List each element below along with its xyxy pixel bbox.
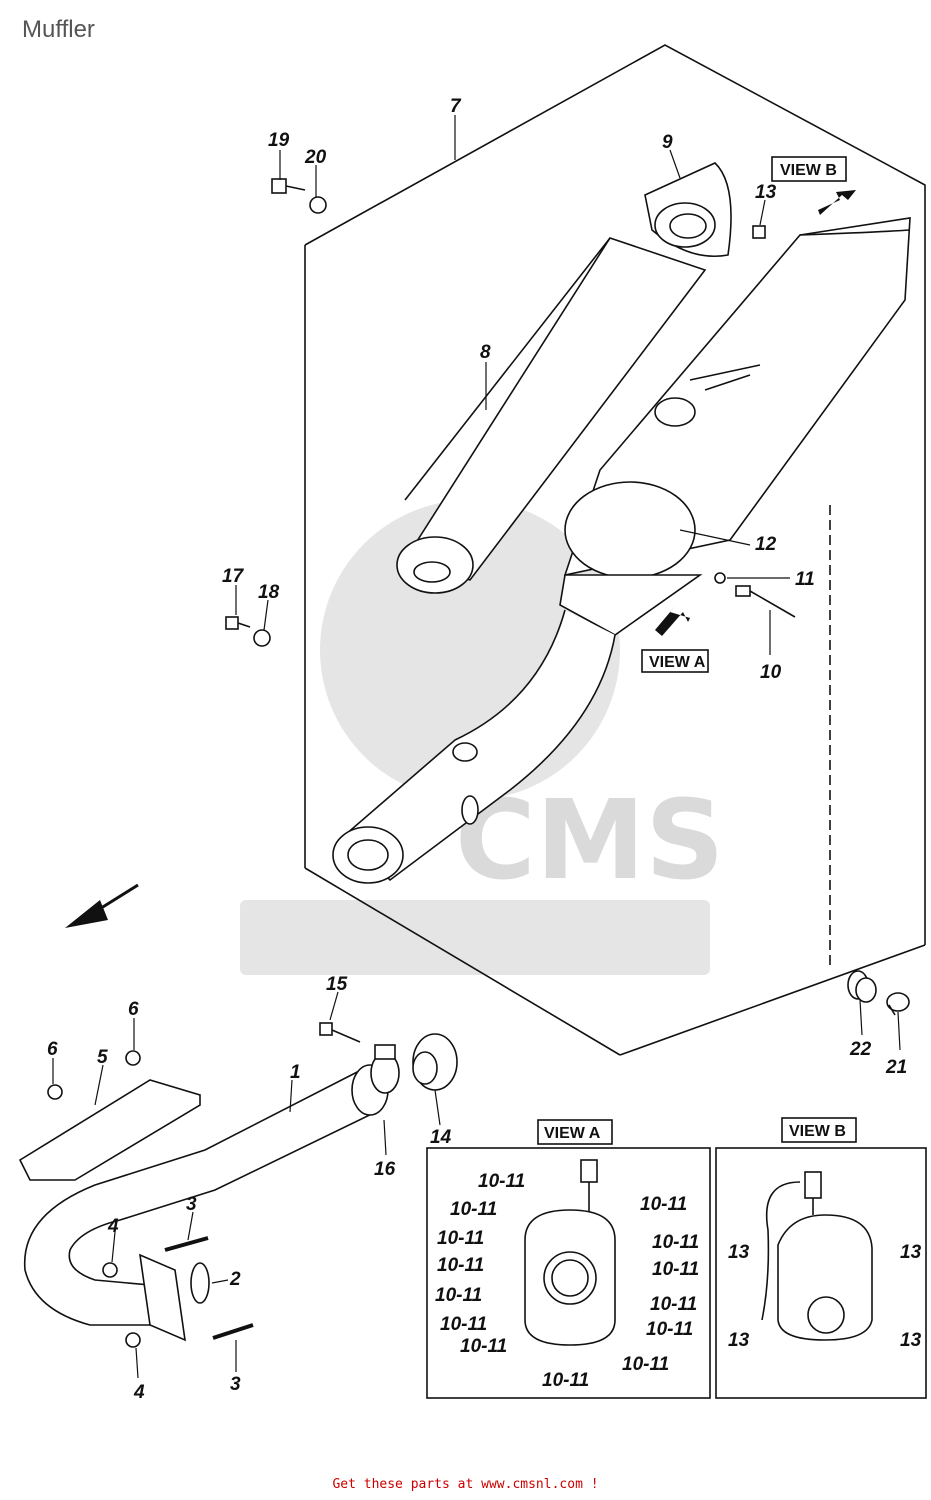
callout-5: 5 <box>97 1047 108 1068</box>
callout-15: 15 <box>326 974 348 995</box>
mid-pipe-part <box>332 609 616 884</box>
watermark-band <box>240 900 710 975</box>
callout-13: 13 <box>755 182 777 203</box>
view-b-label: 13 <box>900 1330 922 1351</box>
view-a-label: 10-11 <box>646 1319 693 1340</box>
view-a-label: 10-11 <box>435 1285 482 1306</box>
heat-shield-part-5 <box>18 1079 201 1181</box>
view-b-label: 13 <box>900 1242 922 1263</box>
page-title: Muffler <box>22 16 95 43</box>
callout-3b: 3 <box>230 1374 241 1395</box>
view-a-label: 10-11 <box>640 1194 687 1215</box>
view-b-heading: VIEW B <box>789 1123 846 1140</box>
bolt-part-17 <box>225 616 251 630</box>
view-a-label: 10-11 <box>650 1294 697 1315</box>
silencer-body-part <box>396 237 707 594</box>
callout-1: 1 <box>290 1062 301 1083</box>
bolt-part-13 <box>752 225 766 239</box>
callout-18: 18 <box>258 582 280 603</box>
view-a-label: 10-11 <box>437 1228 484 1249</box>
front-direction-arrow <box>65 883 139 928</box>
view-a-label: 10-11 <box>478 1171 525 1192</box>
view-a-label: 10-11 <box>437 1255 484 1276</box>
view-a-label: 10-11 <box>542 1370 589 1391</box>
end-cap-part <box>644 162 732 258</box>
view-a-label: 10-11 <box>460 1336 507 1357</box>
callout-14: 14 <box>430 1127 452 1148</box>
view-a-heading: VIEW A <box>544 1125 601 1142</box>
silencer-right-part <box>559 217 911 636</box>
callout-10: 10 <box>760 662 782 683</box>
view-a-drawing <box>524 1159 616 1346</box>
callout-16: 16 <box>374 1159 396 1180</box>
flange-part <box>139 1253 186 1342</box>
view-a-tag-frame <box>641 649 709 673</box>
callout-2: 2 <box>229 1269 241 1290</box>
grommet-part-22 <box>847 970 877 1003</box>
callout-3a: 3 <box>186 1194 197 1215</box>
view-b-drawing <box>761 1171 873 1341</box>
bolt-part-15 <box>319 1022 361 1043</box>
view-b-label: 13 <box>728 1242 750 1263</box>
view-b-tag-frame <box>771 156 847 182</box>
nut-part-6b <box>125 1050 141 1066</box>
view-a-label: 10-11 <box>450 1199 497 1220</box>
callout-4a: 4 <box>107 1216 119 1237</box>
clamp-part-16 <box>370 1044 400 1094</box>
collar-part-21 <box>886 992 910 1016</box>
view-b-label: 13 <box>728 1330 750 1351</box>
callout-6a: 6 <box>47 1039 58 1060</box>
callout-9: 9 <box>662 132 673 153</box>
view-b-tag: VIEW B <box>780 162 837 179</box>
view-a-label: 10-11 <box>622 1354 669 1375</box>
view-b-arrow <box>818 190 856 215</box>
callout-4b: 4 <box>133 1382 145 1403</box>
washer-part-18 <box>253 629 271 647</box>
stud-part-3a <box>164 1236 209 1252</box>
view-a-label: 10-11 <box>652 1232 699 1253</box>
view-a-label: 10-11 <box>652 1259 699 1280</box>
callout-12: 12 <box>755 534 777 555</box>
callout-19: 19 <box>268 130 290 151</box>
callout-6b: 6 <box>128 999 139 1020</box>
callout-20: 20 <box>304 147 327 168</box>
leader-lines <box>52 115 901 1379</box>
view-a-tag: VIEW A <box>649 654 706 671</box>
nut-part-6a <box>47 1084 63 1100</box>
bolt-part-19 <box>271 178 306 194</box>
callout-22: 22 <box>849 1039 872 1060</box>
callout-7: 7 <box>450 96 462 117</box>
callout-8: 8 <box>480 342 491 363</box>
view-b-heading-frame <box>781 1117 857 1143</box>
callout-21: 21 <box>885 1057 907 1078</box>
view-a-heading-frame <box>537 1119 613 1145</box>
rivet-part-10 <box>735 585 796 618</box>
stud-part-3b <box>212 1323 254 1340</box>
washer-part-20 <box>309 196 327 214</box>
callout-11: 11 <box>795 569 815 590</box>
nut-part-4a <box>102 1262 118 1278</box>
silencer-assembly-box <box>304 44 926 1056</box>
gasket-part-14 <box>412 1033 458 1091</box>
callout-17: 17 <box>222 566 245 587</box>
view-a-label: 10-11 <box>440 1314 487 1335</box>
washer-part-11 <box>714 572 726 584</box>
gasket-part-2 <box>190 1262 210 1304</box>
footer-link[interactable]: Get these parts at www.cmsnl.com ! <box>332 1477 599 1492</box>
nut-part-4b <box>125 1332 141 1348</box>
view-a-arrow <box>655 605 690 636</box>
